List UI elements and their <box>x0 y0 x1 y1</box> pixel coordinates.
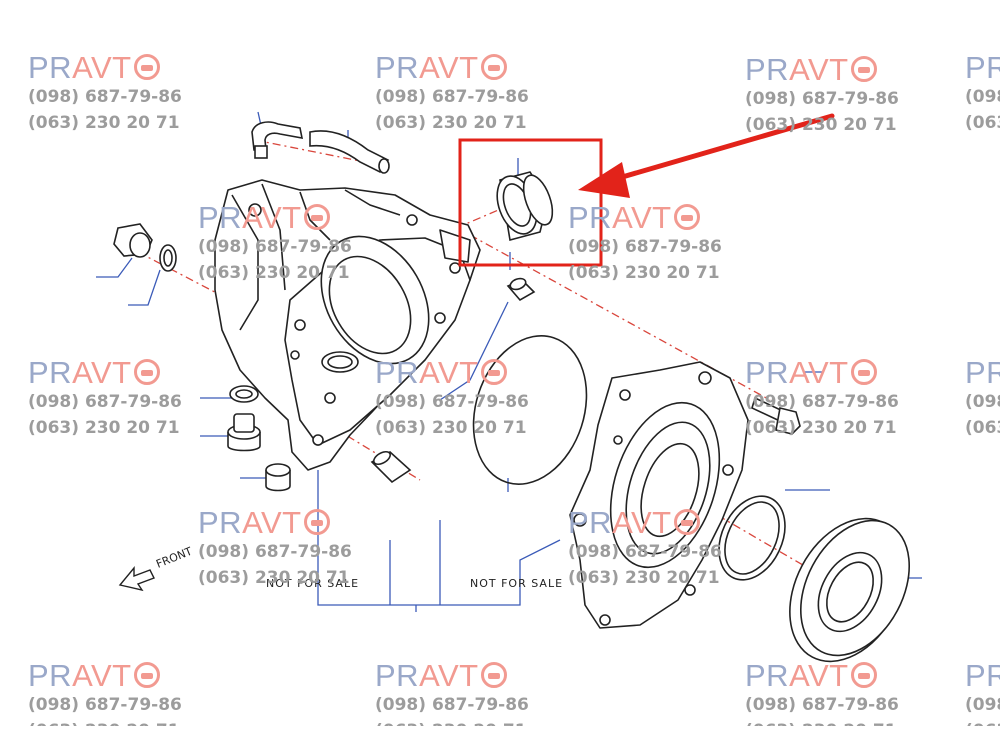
watermark-phone-2: (063) 230 20 71 <box>965 418 1000 438</box>
watermark-phone-1: (098) 687-79-86 <box>375 695 529 715</box>
car-logo-icon <box>133 54 160 80</box>
watermark-phone-2: (063) 230 20 71 <box>28 113 180 133</box>
watermark-phone-2: (063) 230 20 71 <box>965 113 1000 133</box>
car-logo-icon <box>303 509 330 535</box>
watermark-phone-1: (098) 687-79-86 <box>965 695 1000 715</box>
watermark-phone-1: (098) 687-79-86 <box>745 695 899 715</box>
o-ring-large <box>472 335 588 485</box>
drain-plug-left <box>113 223 177 272</box>
watermark-phone-1: (098) 687-79-86 <box>375 392 529 412</box>
watermark-phone-1: (098) 687-79-86 <box>28 392 182 412</box>
watermark-phone-2: (063) 230 20 71 <box>745 115 897 135</box>
watermark-phone-1: (098) 687-79-86 <box>745 89 899 109</box>
watermark-phone-1: (098) 687-79-86 <box>198 237 352 257</box>
car-logo-icon <box>303 204 330 230</box>
extension-housing <box>569 361 749 629</box>
watermark-phone-2: (063) 230 20 71 <box>28 718 182 726</box>
not-for-sale-left: NOT FOR SALE <box>266 577 360 590</box>
watermark-phone-1: (098) 687-79-86 <box>568 237 722 257</box>
watermark-phone-2: (063) 230 20 71 <box>965 718 1000 726</box>
watermark-partial: PR (098) 687-79-86 (063) 230 20 71 <box>965 50 1000 136</box>
watermark-phone-2: (063) 230 20 71 <box>28 418 180 438</box>
watermark-phone-2: (063) 230 20 71 <box>745 418 897 438</box>
car-logo-icon <box>480 54 507 80</box>
car-logo-icon <box>850 359 877 385</box>
transfer-case-housing <box>214 179 481 471</box>
highlight-box <box>458 138 603 267</box>
watermark-phone-1: (098) 687-79-86 <box>745 392 899 412</box>
front-direction-arrow <box>118 566 155 592</box>
o-ring-small <box>718 495 786 581</box>
filler-plugs <box>227 385 291 492</box>
oil-seal-highlighted <box>496 171 554 241</box>
bolt <box>751 396 801 435</box>
car-logo-icon <box>133 359 160 385</box>
watermark-phone-1: (098) 687-79-86 <box>375 87 529 107</box>
not-for-sale-right: NOT FOR SALE <box>470 577 564 590</box>
oil-seal-large <box>789 517 911 663</box>
car-logo-icon <box>850 662 877 688</box>
watermark-phone-2: (063) 230 20 71 <box>568 568 720 588</box>
watermark-phone-2: (063) 230 20 71 <box>568 263 720 283</box>
watermark-phone-1: (098) 687-79-86 <box>965 392 1000 412</box>
dowel-pins <box>370 277 536 484</box>
watermark-partial: PR (098) 687-79-86 (063) 230 20 71 <box>965 658 1000 727</box>
car-logo-icon <box>850 56 877 82</box>
car-logo-icon <box>480 359 507 385</box>
watermark-phone-1: (098) 687-79-86 <box>198 542 352 562</box>
watermark-phone-1: (098) 687-79-86 <box>28 87 182 107</box>
watermark-phone-2: (063) 230 20 71 <box>198 568 350 588</box>
watermark-phone-2: (063) 230 20 71 <box>375 113 527 133</box>
watermark-phone-2: (063) 230 20 71 <box>375 418 527 438</box>
watermark-phone-2: (063) 230 20 71 <box>745 718 899 726</box>
watermark-phone-1: (098) 687-79-86 <box>568 542 722 562</box>
highlight-arrow <box>578 113 835 198</box>
car-logo-icon <box>480 662 507 688</box>
watermark-logo: PR <box>965 50 1000 85</box>
front-label: FRONT <box>154 545 194 571</box>
car-logo-icon <box>673 509 700 535</box>
watermark-phone-1: (098) 687-79-86 <box>28 695 182 715</box>
car-logo-icon <box>673 204 700 230</box>
watermark-partial: PR (098) 687-79-86 (063) 230 20 71 <box>965 355 1000 441</box>
watermark-phone-2: (063) 230 20 71 <box>198 263 350 283</box>
car-logo-icon <box>133 662 160 688</box>
watermark-logo: PR <box>965 355 1000 390</box>
leader-lines <box>96 111 922 612</box>
watermark-phone-1: (098) 687-79-86 <box>965 87 1000 107</box>
watermark-logo: PR <box>965 658 1000 693</box>
watermark-phone-2: (063) 230 20 71 <box>375 718 529 726</box>
breather-hose <box>251 121 390 174</box>
